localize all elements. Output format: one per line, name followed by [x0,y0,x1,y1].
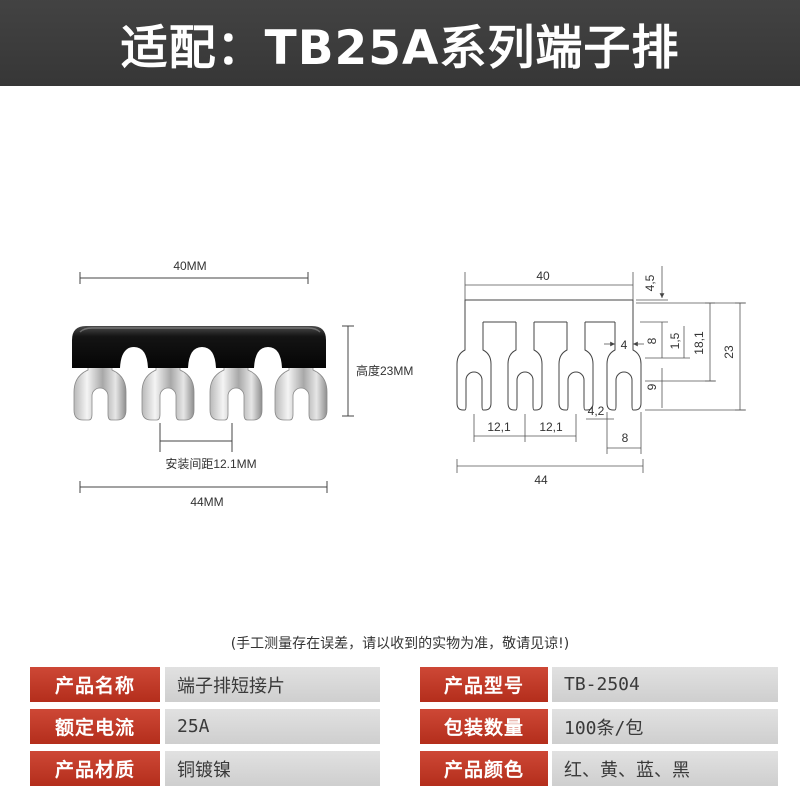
product-photo: 40MM 高度23MM 安装间距12.1MM 44MM [72,259,413,509]
dim-inner: 4 [621,338,628,352]
fork [209,361,263,421]
black-bar [72,326,326,368]
drawing-dimension-lines [456,266,746,473]
photo-dimension-lines [79,272,354,493]
technical-drawing: 40 4,5 8 1,5 18,1 23 9 4 12,1 12,1 4,2 8… [456,266,746,487]
dim-right-upper: 8 [645,337,659,344]
spec-value: 100条/包 [552,709,778,744]
spec-value: TB-2504 [552,667,778,702]
spec-value: 红、黄、蓝、黑 [552,751,778,786]
spec-label: 产品型号 [420,667,548,702]
drawing-fork [558,322,594,411]
dim-right-thin: 1,5 [668,332,682,349]
spec-value: 端子排短接片 [165,667,380,702]
photo-total-label: 44MM [190,495,223,509]
spec-table: 产品名称 端子排短接片 产品型号 TB-2504 额定电流 25A 包装数量 1… [30,667,778,793]
photo-width-label: 40MM [173,259,206,273]
photo-height-label: 高度23MM [356,363,413,378]
dim-right-mid: 18,1 [692,331,706,355]
spec-label: 产品材质 [30,751,160,786]
page-title: 适配：TB25A系列端子排 [120,20,680,76]
spec-label: 产品颜色 [420,751,548,786]
dim-right-outer: 23 [722,345,736,359]
fork [141,361,195,421]
spec-row: 额定电流 25A 包装数量 100条/包 [30,709,778,744]
spec-row: 产品材质 铜镀镍 产品颜色 红、黄、蓝、黑 [30,751,778,786]
dim-bottom-total: 44 [534,473,548,487]
spec-value: 25A [165,709,380,744]
drawing-fork [606,322,642,411]
fork [73,361,127,421]
fork [274,361,328,421]
header-bar: 适配：TB25A系列端子排 [0,0,800,86]
bar-highlight [79,327,321,333]
spec-label: 包装数量 [420,709,548,744]
dim-bottom-pitch-2: 12,1 [539,420,563,434]
drawing-outline [456,299,642,411]
photo-spacing-label: 安装间距12.1MM [165,456,256,471]
dim-right-lower: 9 [645,383,659,390]
spec-value: 铜镀镍 [165,751,380,786]
dim-bottom-fork: 8 [622,431,629,445]
drawing-fork [456,322,492,411]
spec-label: 额定电流 [30,709,160,744]
measurement-note: (手工测量存在误差，请以收到的实物为准，敬请见谅!) [230,636,570,652]
dim-bottom-pitch-1: 12,1 [487,420,511,434]
drawing-fork [507,322,543,411]
metal-forks [73,361,328,421]
dim-top-width: 40 [536,269,550,283]
dim-top-right: 4,5 [643,274,657,291]
spec-row: 产品名称 端子排短接片 产品型号 TB-2504 [30,667,778,702]
dim-bottom-hole: 4,2 [588,404,605,418]
spec-label: 产品名称 [30,667,160,702]
